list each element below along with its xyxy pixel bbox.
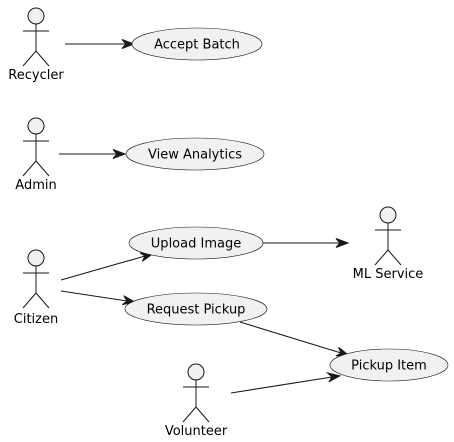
- usecase-view-analytics: View Analytics: [125, 137, 265, 171]
- edge-admin-view-analytics: [59, 149, 127, 159]
- usecase-label-upload-image: Upload Image: [151, 237, 241, 252]
- actor-ml-service: ML Service: [353, 206, 424, 282]
- usecase-label-view-analytics: View Analytics: [148, 148, 242, 163]
- stick-figure-icon: [22, 117, 50, 177]
- actor-volunteer: Volunteer: [165, 363, 228, 439]
- actor-label-ml-service: ML Service: [353, 267, 424, 282]
- stick-figure-icon: [182, 363, 210, 423]
- edge-recycler-accept-batch: [65, 39, 136, 49]
- usecase-label-accept-batch: Accept Batch: [154, 38, 240, 53]
- usecase-label-request-pickup: Request Pickup: [147, 303, 246, 318]
- stick-figure-icon: [22, 7, 50, 67]
- edge-citizen-request-pickup: [60, 290, 137, 306]
- edge-upload-image-ml-service: [262, 238, 350, 248]
- stick-figure-icon: [22, 249, 50, 309]
- stick-figure-icon: [374, 206, 402, 266]
- usecase-upload-image: Upload Image: [128, 226, 264, 260]
- actor-label-admin: Admin: [15, 178, 56, 193]
- actor-label-volunteer: Volunteer: [165, 424, 228, 439]
- usecase-pickup-item: Pickup Item: [329, 348, 449, 382]
- edge-volunteer-pickup-item: [230, 371, 342, 394]
- actor-recycler: Recycler: [8, 7, 64, 83]
- usecase-accept-batch: Accept Batch: [131, 27, 263, 61]
- edge-citizen-upload-image: [60, 252, 155, 281]
- edge-request-pickup-pickup-item: [239, 321, 350, 357]
- actor-admin: Admin: [15, 117, 57, 193]
- actor-label-recycler: Recycler: [8, 68, 64, 83]
- usecase-label-pickup-item: Pickup Item: [351, 359, 427, 374]
- actor-label-citizen: Citizen: [14, 312, 58, 327]
- actor-citizen: Citizen: [14, 249, 58, 327]
- usecase-request-pickup: Request Pickup: [124, 292, 268, 326]
